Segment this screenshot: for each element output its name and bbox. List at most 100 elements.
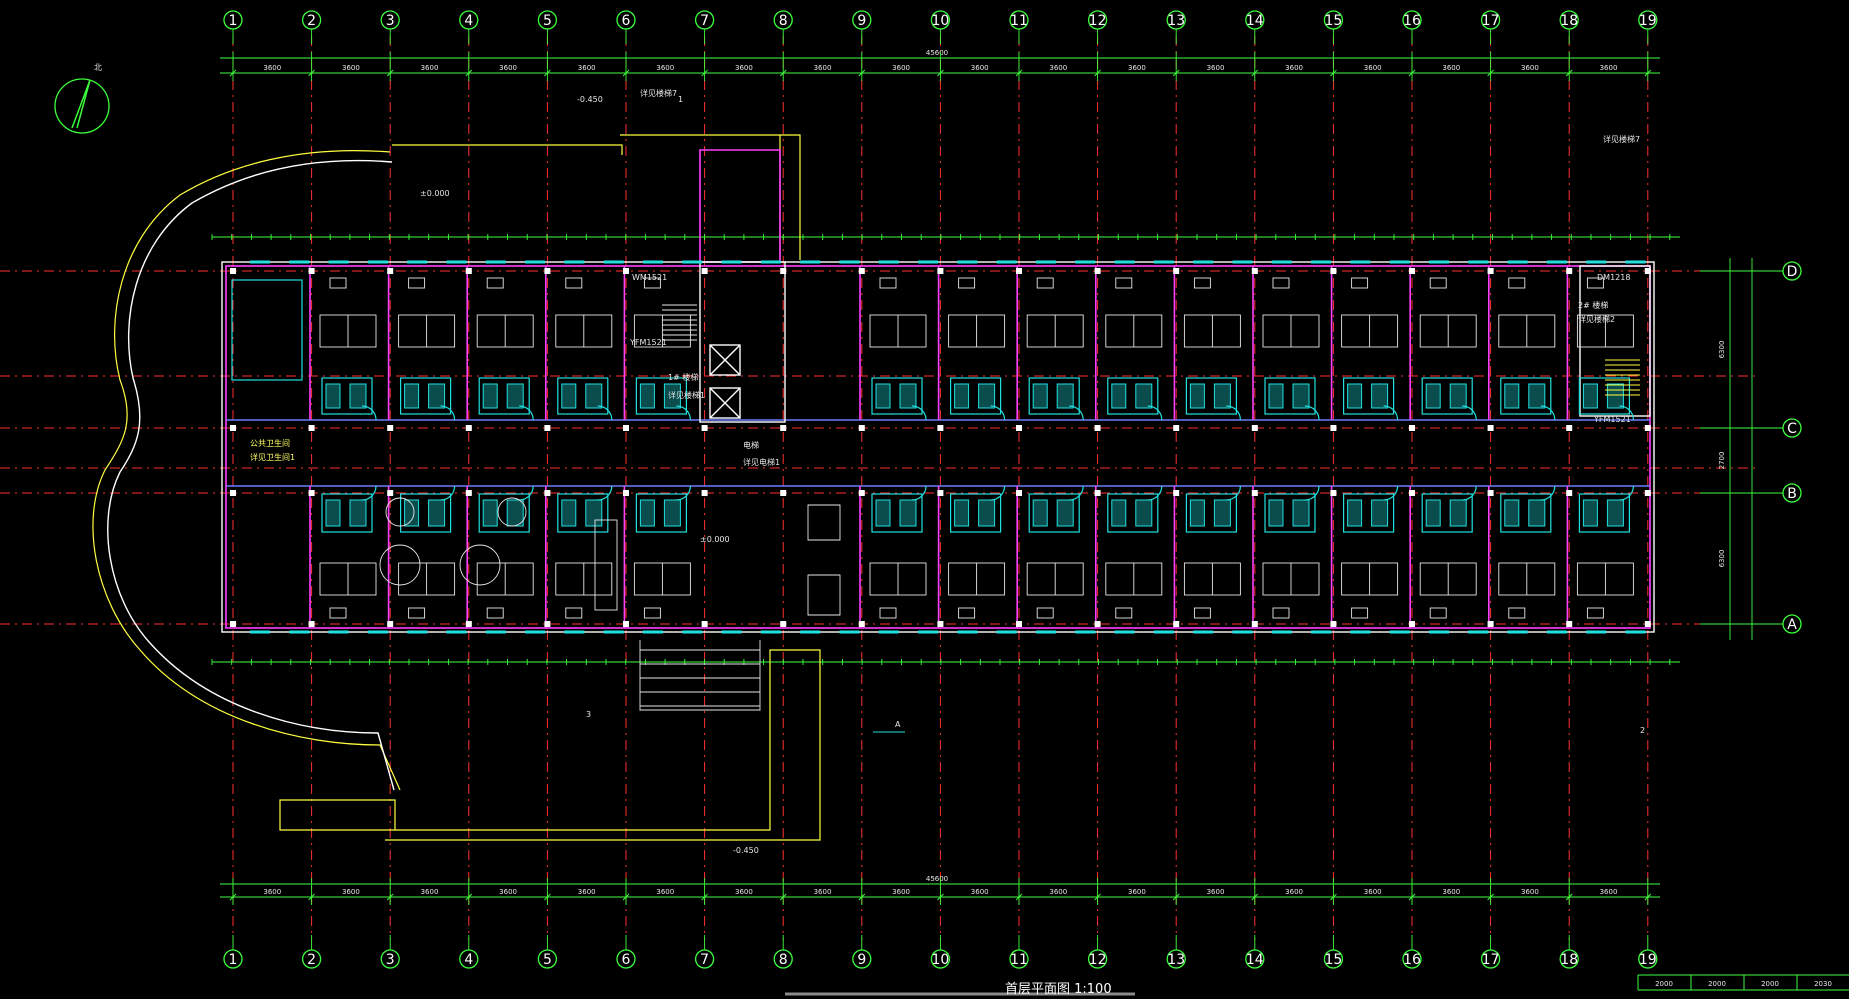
axis-label-right-A: A — [1787, 617, 1797, 633]
bathroom-south — [1028, 493, 1080, 533]
column — [1251, 490, 1258, 496]
column — [1644, 621, 1651, 627]
core-room — [699, 261, 786, 423]
column — [1487, 268, 1494, 274]
axis-label-right-D: D — [1787, 264, 1798, 280]
fixture — [1347, 383, 1363, 409]
fixture — [1528, 499, 1546, 527]
desk-south — [329, 607, 347, 619]
desk-north — [958, 277, 976, 289]
bathroom-south — [871, 493, 923, 533]
column — [1251, 268, 1258, 274]
scale-text-1: 2000 — [1708, 980, 1726, 988]
fixture — [1292, 499, 1310, 527]
axis-label-bottom-17: 17 — [1482, 952, 1500, 968]
axis-label-bottom-10: 10 — [931, 952, 949, 968]
bathroom-south — [1264, 493, 1316, 533]
door-swing — [1383, 405, 1399, 421]
fixture — [1213, 499, 1231, 527]
column — [623, 425, 629, 431]
desk-south — [1429, 607, 1447, 619]
column — [1330, 268, 1337, 274]
fixture — [561, 383, 577, 409]
chain-dim-text: 3600 — [814, 64, 832, 72]
round-table-2 — [497, 497, 527, 527]
drawing-title: 首层平面图 1:100 — [1005, 982, 1112, 997]
chain-dim-text: 3600 — [1207, 64, 1225, 72]
desk-north — [565, 277, 583, 289]
bathroom-south — [1342, 493, 1395, 533]
door-swing — [911, 405, 927, 421]
fixture — [585, 499, 603, 527]
bathroom-north — [1578, 377, 1631, 415]
door-swing — [1304, 405, 1320, 421]
axis-label-bottom-19: 19 — [1639, 952, 1657, 968]
fixture — [1189, 499, 1205, 527]
fixture — [325, 499, 341, 527]
axis-label-bottom-4: 4 — [464, 952, 473, 968]
axis-label-bottom-15: 15 — [1324, 952, 1342, 968]
fixture — [1504, 383, 1520, 409]
label-arrow-a: A — [895, 720, 901, 729]
scale-text-0: 2000 — [1655, 980, 1673, 988]
fixture — [1504, 499, 1520, 527]
door-swing — [1147, 405, 1163, 421]
fixture — [954, 383, 970, 409]
room-furniture — [230, 260, 1651, 634]
fixture — [482, 383, 498, 409]
door-swing — [519, 405, 534, 421]
axis-label-bottom-6: 6 — [622, 952, 631, 968]
desk-north — [329, 277, 347, 289]
door-swing — [361, 405, 377, 421]
label-level-room: ±0.000 — [420, 189, 450, 198]
fixture — [585, 383, 603, 409]
door-swing — [1226, 485, 1241, 501]
fixture — [1582, 383, 1598, 409]
desk-north — [643, 277, 661, 289]
column — [465, 268, 472, 274]
fixture — [1606, 383, 1624, 409]
axis-label-top-2: 2 — [307, 13, 316, 29]
axis-label-right-B: B — [1787, 486, 1797, 502]
site-curve-inner — [107, 159, 395, 791]
fixture — [639, 383, 655, 409]
desk-south — [1586, 607, 1604, 619]
door-swing — [1619, 485, 1634, 501]
column — [1016, 490, 1022, 496]
bathroom-north — [1264, 377, 1316, 415]
label-stair2-note: 详见楼梯2 — [1578, 314, 1615, 324]
fixture — [663, 383, 681, 409]
label-level-out2: -0.450 — [733, 846, 759, 855]
column — [1094, 621, 1101, 627]
door-swing — [676, 405, 691, 421]
column — [544, 621, 551, 627]
column — [230, 490, 236, 496]
column — [230, 621, 236, 627]
chain-dim-text: 3600 — [1128, 888, 1146, 896]
bathroom-north — [1028, 377, 1080, 415]
desk-south — [1036, 607, 1054, 619]
fixture — [1213, 383, 1231, 409]
fixture — [1032, 499, 1048, 527]
chain-dim-text: 3600 — [1521, 64, 1539, 72]
column — [780, 621, 787, 627]
axis-label-bottom-18: 18 — [1560, 952, 1578, 968]
bathroom-north — [478, 377, 530, 415]
column — [1409, 425, 1415, 431]
fixture — [1347, 499, 1363, 527]
axis-label-bottom-13: 13 — [1167, 952, 1185, 968]
door-swing — [1226, 405, 1241, 421]
door-swing — [990, 485, 1006, 501]
label-level-out: -0.450 — [577, 95, 603, 104]
fixture — [639, 499, 655, 527]
bathroom-north — [1107, 377, 1159, 415]
axis-label-bottom-7: 7 — [700, 952, 709, 968]
column — [1644, 268, 1651, 274]
column — [701, 490, 708, 496]
chain-dim-text: 3600 — [1600, 64, 1618, 72]
column — [780, 268, 787, 274]
round-table — [379, 544, 421, 586]
axis-label-top-7: 7 — [700, 13, 709, 29]
entry-canopy-top — [620, 134, 801, 260]
